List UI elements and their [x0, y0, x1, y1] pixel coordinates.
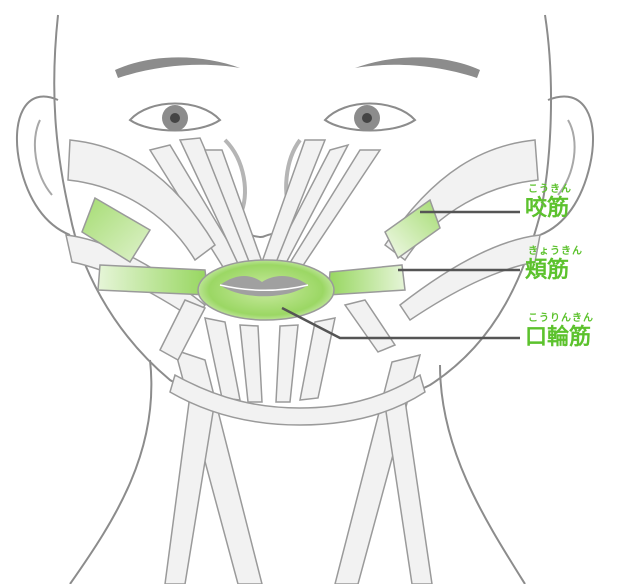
neck-right	[440, 365, 525, 584]
label-orbicularis-oris-reading: こうりんきん	[528, 313, 594, 325]
label-masseter-name: 咬筋	[525, 196, 569, 222]
neck-left	[70, 360, 151, 584]
label-buccinator: きょうきん 頬筋	[525, 246, 583, 284]
left-ear-inner	[35, 120, 52, 195]
buccinator-left	[98, 265, 208, 295]
label-masseter: こうきん 咬筋	[525, 184, 572, 222]
label-orbicularis-oris-name: 口輪筋	[525, 325, 591, 351]
label-buccinator-reading: きょうきん	[528, 246, 583, 258]
label-orbicularis-oris: こうりんきん 口輪筋	[525, 313, 594, 351]
label-masseter-reading: こうきん	[528, 184, 572, 196]
label-buccinator-name: 頬筋	[525, 258, 569, 284]
